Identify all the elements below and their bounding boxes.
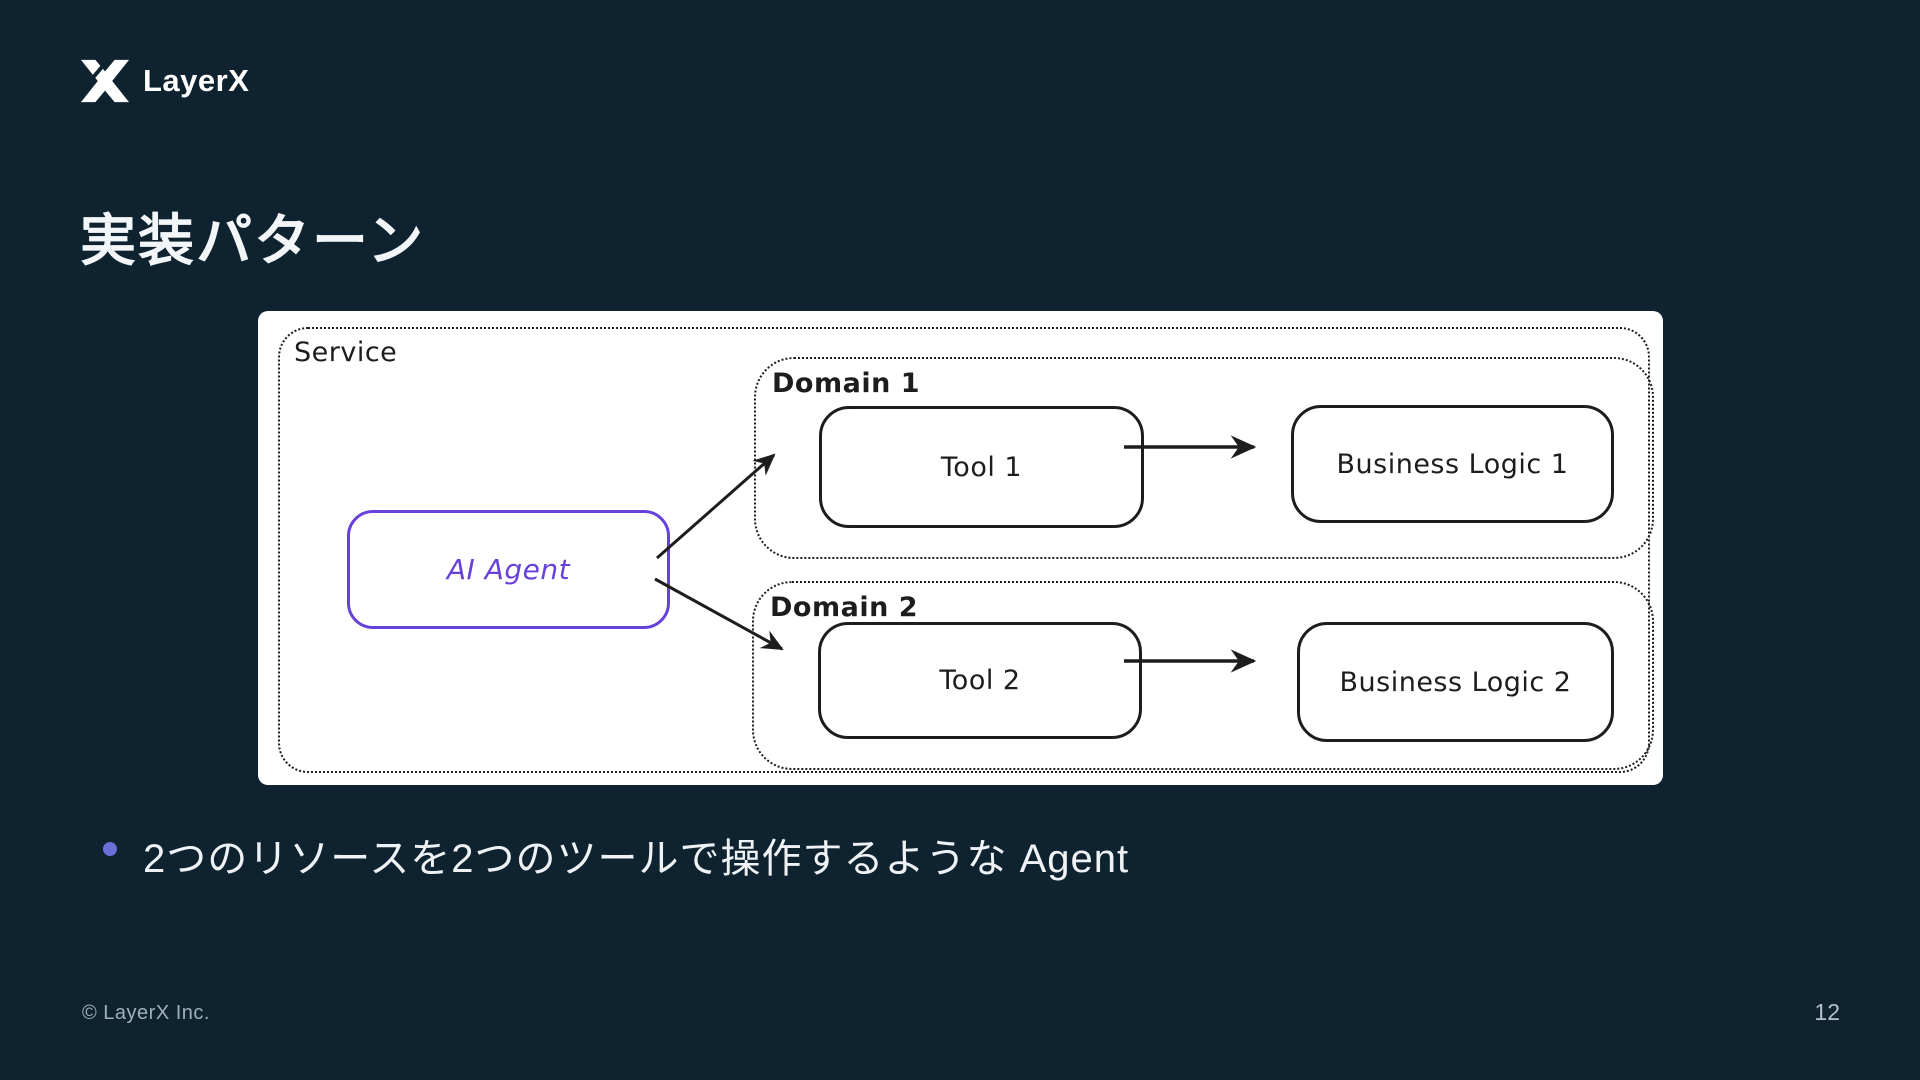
- business-logic-2-node: Business Logic 2: [1297, 622, 1614, 742]
- ai-agent-label: AI Agent: [446, 553, 571, 586]
- service-label: Service: [294, 337, 398, 368]
- domain-1-container: Domain 1 Tool 1 Business Logic 1: [754, 357, 1654, 559]
- page-title: 実装パターン: [80, 209, 426, 272]
- business-logic-2-label: Business Logic 2: [1339, 666, 1572, 698]
- tool-2-label: Tool 2: [939, 665, 1021, 696]
- tool-1-label: Tool 1: [940, 451, 1023, 483]
- logo-wordmark: LayerX: [143, 63, 250, 98]
- domain-2-label: Domain 2: [770, 592, 918, 623]
- tool-1-node: Tool 1: [819, 406, 1144, 528]
- bullet-text: 2つのリソースを2つのツールで操作するような Agent: [143, 837, 1130, 881]
- bullet-dot-icon: [103, 842, 117, 856]
- layerx-x-icon: [80, 58, 130, 103]
- footer-copyright: © LayerX Inc.: [82, 1002, 210, 1024]
- domain-2-container: Domain 2 Tool 2 Business Logic 2: [752, 581, 1654, 770]
- page-number: 12: [1814, 999, 1840, 1025]
- tool-2-node: Tool 2: [818, 622, 1142, 739]
- domain-1-label: Domain 1: [772, 368, 920, 399]
- ai-agent-node: AI Agent: [347, 510, 670, 629]
- layerx-logo: LayerX: [80, 58, 249, 104]
- bullet-item: 2つのリソースを2つのツールで操作するような Agent: [103, 826, 1129, 884]
- business-logic-1-node: Business Logic 1: [1291, 405, 1614, 523]
- service-container: Service AI Agent Domain 1 Tool 1 Busines…: [278, 327, 1654, 773]
- diagram-panel: Service AI Agent Domain 1 Tool 1 Busines…: [258, 311, 1663, 785]
- business-logic-1-label: Business Logic 1: [1336, 448, 1569, 480]
